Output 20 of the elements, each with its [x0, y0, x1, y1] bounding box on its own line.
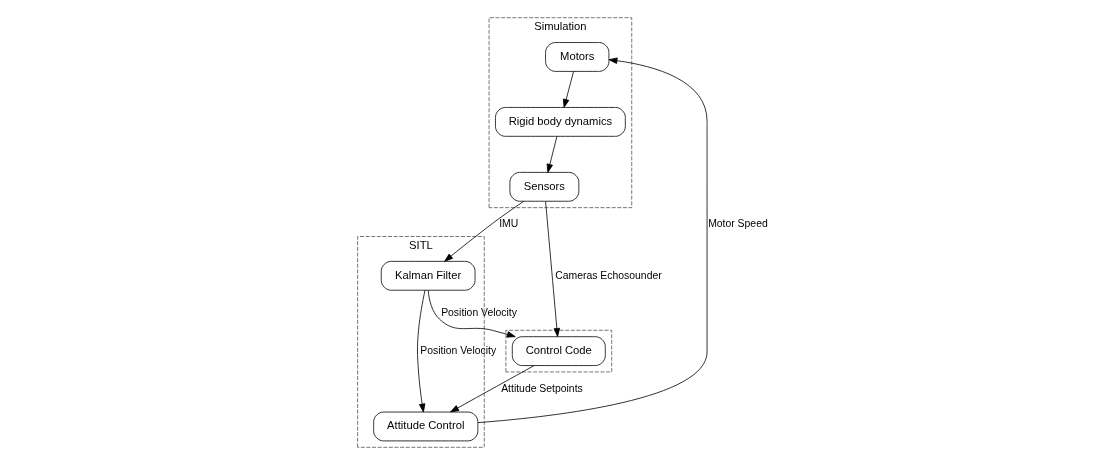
arrow	[444, 200, 525, 262]
arrow	[546, 136, 558, 173]
edge-label: Cameras Echosounder	[555, 269, 662, 281]
node-box: Rigid body dynamics	[495, 107, 626, 137]
arrow	[417, 290, 426, 413]
node-box: Sensors	[509, 172, 580, 202]
arrow	[545, 201, 561, 337]
node-box: Motors	[545, 42, 610, 72]
arrow	[450, 365, 535, 413]
edge-label: Motor Speed	[708, 218, 768, 230]
edge-label: Attitude Setpoints	[501, 382, 583, 394]
arrow	[427, 289, 516, 338]
node-box: Kalman Filter	[380, 260, 476, 291]
arrow	[477, 57, 708, 423]
node-box: Attitude Control	[373, 411, 479, 442]
node-box: Control Code	[511, 336, 606, 366]
edge-label: Position Velocity	[420, 344, 497, 356]
edge-label: IMU	[499, 218, 519, 230]
edge-label: Position Velocity	[441, 307, 517, 319]
arrow	[563, 71, 574, 108]
